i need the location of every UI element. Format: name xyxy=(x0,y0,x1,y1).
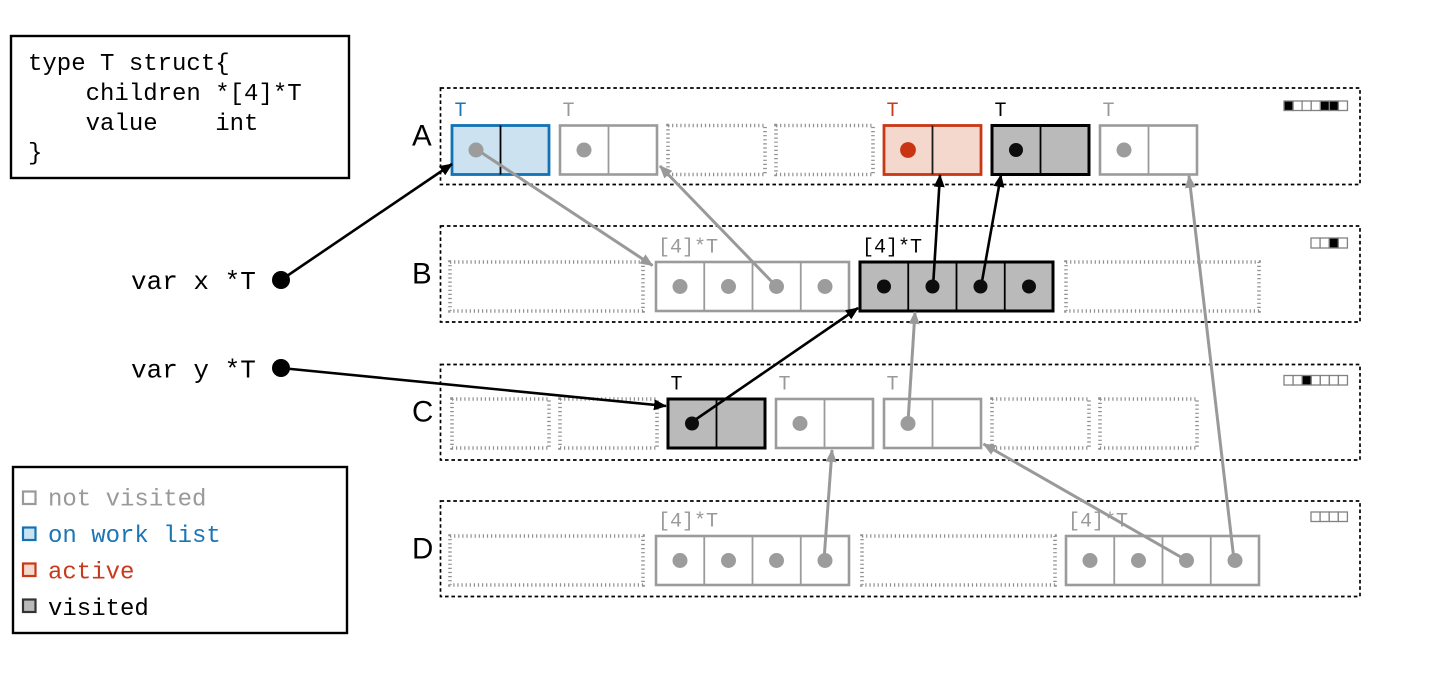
svg-text:[4]*T: [4]*T xyxy=(658,511,718,534)
svg-text:T: T xyxy=(455,100,467,123)
svg-text:type T struct{: type T struct{ xyxy=(28,51,230,78)
svg-text:T: T xyxy=(995,100,1007,123)
svg-text:not visited: not visited xyxy=(48,487,206,514)
svg-text:C: C xyxy=(412,396,433,429)
svg-text:[4]*T: [4]*T xyxy=(1068,511,1128,534)
svg-text:var y *T: var y *T xyxy=(131,356,256,386)
svg-text:T: T xyxy=(887,100,899,123)
svg-text:B: B xyxy=(412,258,432,291)
svg-text:children *[4]*T: children *[4]*T xyxy=(28,81,302,108)
svg-text:on work list: on work list xyxy=(48,523,221,550)
svg-text:active: active xyxy=(48,560,134,587)
svg-text:T: T xyxy=(1103,100,1115,123)
svg-text:[4]*T: [4]*T xyxy=(862,237,922,260)
svg-text:T: T xyxy=(563,100,575,123)
svg-text:A: A xyxy=(412,120,432,153)
svg-text:var x *T: var x *T xyxy=(131,267,256,297)
svg-text:value int: value int xyxy=(28,111,258,138)
svg-text:[4]*T: [4]*T xyxy=(658,237,718,260)
svg-text:visited: visited xyxy=(48,596,149,623)
svg-text:}: } xyxy=(28,141,42,168)
svg-text:T: T xyxy=(887,374,899,397)
svg-text:D: D xyxy=(412,533,433,566)
svg-text:T: T xyxy=(671,374,683,397)
svg-text:T: T xyxy=(779,374,791,397)
